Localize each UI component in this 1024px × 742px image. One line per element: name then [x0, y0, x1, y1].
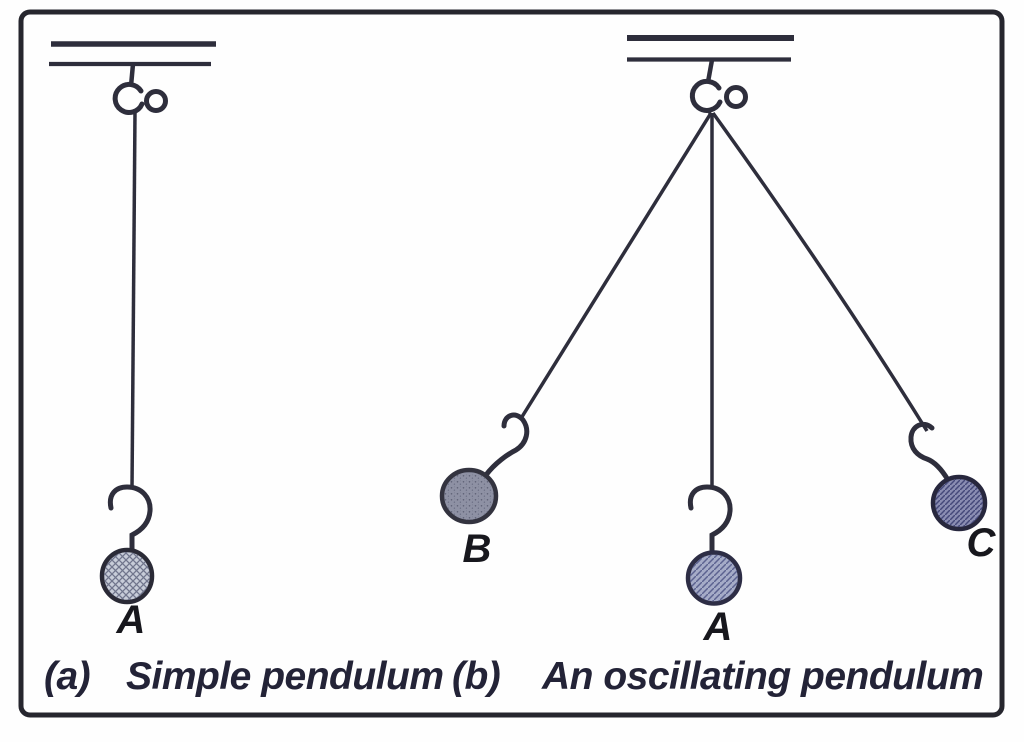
string-b-left	[518, 112, 713, 421]
bob-a-hatch-texture	[104, 552, 150, 600]
caption-text-b: An oscillating pendulum	[541, 655, 983, 698]
string-b-right	[711, 111, 929, 432]
bob-hook-icon-b-left	[483, 412, 530, 478]
suspension-hook-icon-a	[112, 82, 145, 115]
suspension-hook-icon-b	[689, 78, 723, 113]
panel-a-simple-pendulum: A	[49, 41, 216, 642]
support-stub-b	[705, 59, 715, 83]
string-ring-icon-b	[724, 85, 748, 109]
bob-label-a-center: A	[703, 605, 733, 649]
bob-hook-icon-a	[107, 484, 153, 554]
caption-text-a: Simple pendulum	[126, 655, 444, 698]
bob-label-b: B	[463, 527, 492, 571]
caption-tag-a: (a)	[44, 655, 90, 698]
bob-hook-icon-b-center	[687, 484, 733, 555]
string-ring-icon-a	[144, 89, 168, 113]
bob-label-c: C	[967, 521, 997, 565]
string-a	[130, 111, 137, 490]
bob-b-center-texture	[690, 554, 738, 602]
caption-tag-b: (b)	[452, 655, 500, 698]
bob-hook-icon-b-right	[908, 421, 951, 483]
bob-b-left-texture	[444, 472, 494, 520]
figure-captions: (a) Simple pendulum (b) An oscillating p…	[44, 655, 984, 698]
bob-b-right-texture	[935, 479, 983, 527]
panel-b-oscillating-pendulum: B A C	[439, 35, 997, 649]
bob-label-a: A	[116, 598, 146, 642]
figure-border-frame	[18, 9, 1005, 718]
